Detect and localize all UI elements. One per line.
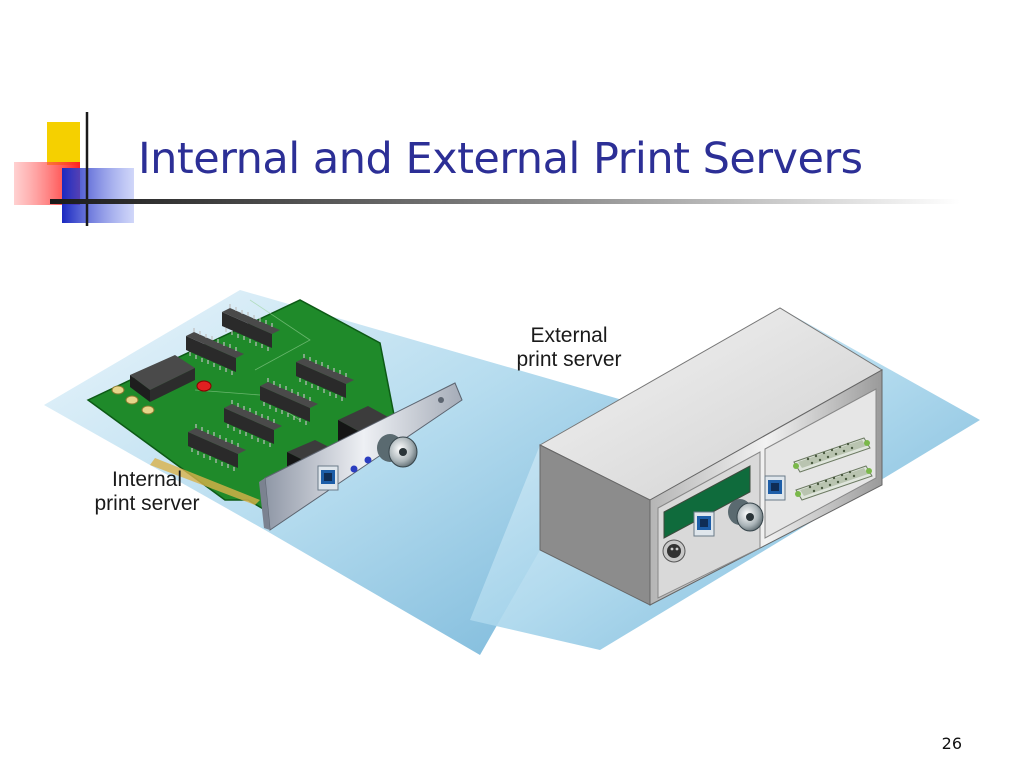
- bnc-connector-icon: [728, 499, 764, 532]
- title-underline: [50, 199, 960, 204]
- capacitors: [111, 385, 155, 415]
- mounting-bracket: [259, 382, 463, 531]
- external-print-server-graphic: [538, 307, 883, 606]
- rj45-port-icon: [693, 511, 715, 537]
- label-line: print server: [516, 348, 622, 371]
- led: [196, 380, 212, 392]
- internal-print-server-graphic: [86, 299, 463, 531]
- slide-title: Internal and External Print Servers: [138, 134, 863, 184]
- status-led: [350, 465, 358, 473]
- rj45-port-icon: [317, 465, 339, 491]
- rj45-port-icon: [764, 475, 786, 501]
- label-line: External: [530, 324, 608, 347]
- bnc-connector-icon: [377, 434, 418, 468]
- power-connector-icon: [662, 539, 686, 563]
- title-decoration: [14, 112, 960, 226]
- deco-yellow-square: [47, 122, 80, 165]
- lcd-display: [663, 465, 751, 539]
- external-print-server-label: External print server: [494, 324, 644, 372]
- status-led: [364, 456, 372, 464]
- label-line: print server: [94, 492, 200, 515]
- label-line: Internal: [111, 468, 183, 491]
- processor-chip: [130, 355, 195, 402]
- slide-number: 26: [941, 734, 962, 753]
- internal-print-server-label: Internal print server: [72, 468, 222, 516]
- deco-blue-square: [62, 168, 134, 223]
